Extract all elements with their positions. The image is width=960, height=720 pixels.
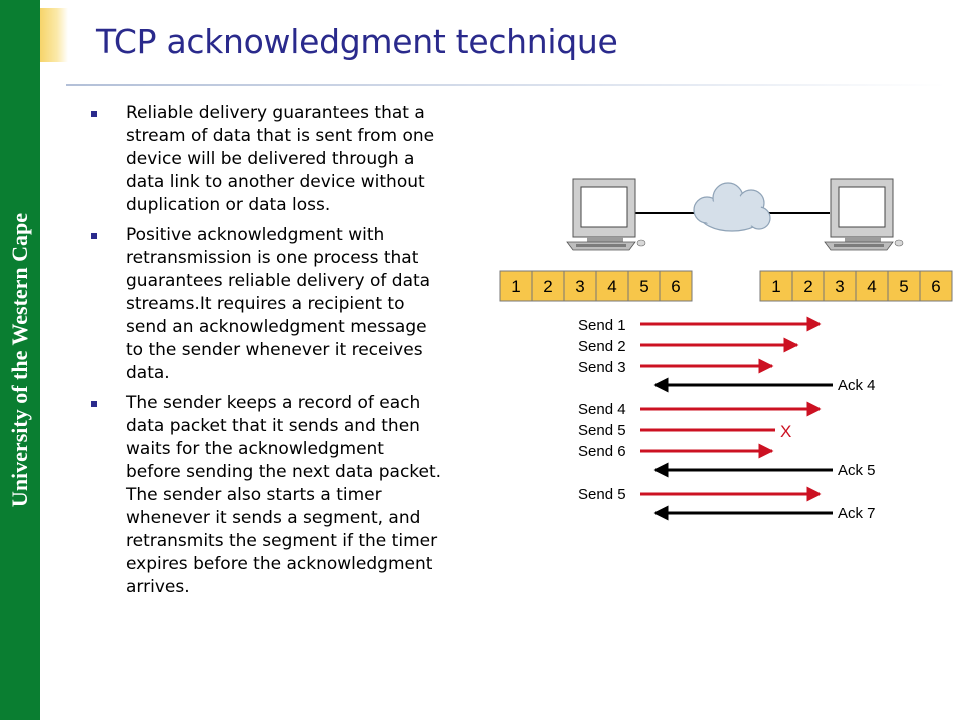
tcp-ack-diagram: 1 2 3 4 5 6 1 2 3 4 5 6 Send 1 <box>495 170 955 545</box>
buffer-label: 6 <box>931 277 940 296</box>
buffer-cell <box>887 270 921 302</box>
bullet-text: The sender keeps a record of each data p… <box>126 393 442 597</box>
send-1: Send 1 <box>578 316 822 334</box>
ack-5: Ack 5 <box>653 462 876 479</box>
send-2: Send 2 <box>578 337 799 355</box>
buffer-label: 5 <box>899 277 908 296</box>
bullet-text: Positive acknowledgment with retransmiss… <box>126 225 431 383</box>
buffer-label: 1 <box>511 277 520 296</box>
sidebar: University of the Western Cape <box>0 0 40 720</box>
send-label: Send 6 <box>578 443 626 460</box>
send-label: Send 2 <box>578 338 626 355</box>
network-cloud-icon <box>693 182 771 232</box>
buffer-cell <box>823 270 857 302</box>
sender-computer-icon <box>566 178 646 251</box>
buffer-label: 2 <box>543 277 552 296</box>
bullet-square-icon <box>91 233 97 239</box>
bullet-list: Reliable delivery guarantees that a stre… <box>88 102 444 606</box>
title-divider <box>66 84 946 86</box>
receiver-buffer: 1 2 3 4 5 6 <box>759 270 953 302</box>
buffer-cell <box>659 270 693 302</box>
sender-buffer: 1 2 3 4 5 6 <box>499 270 693 302</box>
send-label: Send 4 <box>578 401 626 418</box>
buffer-cell <box>791 270 825 302</box>
sidebar-label: University of the Western Cape <box>7 212 32 508</box>
send-label: Send 1 <box>578 317 626 334</box>
buffer-label: 2 <box>803 277 812 296</box>
buffer-label: 3 <box>575 277 584 296</box>
buffer-label: 3 <box>835 277 844 296</box>
send-5-lost: Send 5 X <box>578 422 791 441</box>
send-5-retransmit: Send 5 <box>578 486 822 503</box>
bullet-item: The sender keeps a record of each data p… <box>88 392 444 599</box>
buffer-label: 1 <box>771 277 780 296</box>
ack-7: Ack 7 <box>653 505 876 522</box>
buffer-cell <box>595 270 629 302</box>
buffer-label: 6 <box>671 277 680 296</box>
buffer-label: 4 <box>607 277 616 296</box>
buffer-cell <box>563 270 597 302</box>
buffer-cell <box>499 270 533 302</box>
buffer-cell <box>531 270 565 302</box>
bullet-square-icon <box>91 111 97 117</box>
ack-label: Ack 4 <box>838 377 876 394</box>
buffer-label: 4 <box>867 277 876 296</box>
bullet-item: Reliable delivery guarantees that a stre… <box>88 102 444 217</box>
lost-packet-marker: X <box>780 422 791 441</box>
ack-4: Ack 4 <box>653 377 876 394</box>
ack-label: Ack 7 <box>838 505 876 522</box>
ack-label: Ack 5 <box>838 462 876 479</box>
receiver-computer-icon <box>824 178 904 251</box>
buffer-cell <box>627 270 661 302</box>
bullet-square-icon <box>91 401 97 407</box>
buffer-label: 5 <box>639 277 648 296</box>
send-6: Send 6 <box>578 443 774 460</box>
send-4: Send 4 <box>578 401 822 418</box>
send-label: Send 5 <box>578 486 626 503</box>
send-label: Send 3 <box>578 359 626 376</box>
send-label: Send 5 <box>578 422 626 439</box>
slide-title: TCP acknowledgment technique <box>96 22 618 61</box>
buffer-cell <box>919 270 953 302</box>
bullet-text: Reliable delivery guarantees that a stre… <box>126 103 435 215</box>
title-accent <box>40 8 68 62</box>
send-3: Send 3 <box>578 358 774 376</box>
buffer-cell <box>855 270 889 302</box>
bullet-item: Positive acknowledgment with retransmiss… <box>88 224 444 385</box>
